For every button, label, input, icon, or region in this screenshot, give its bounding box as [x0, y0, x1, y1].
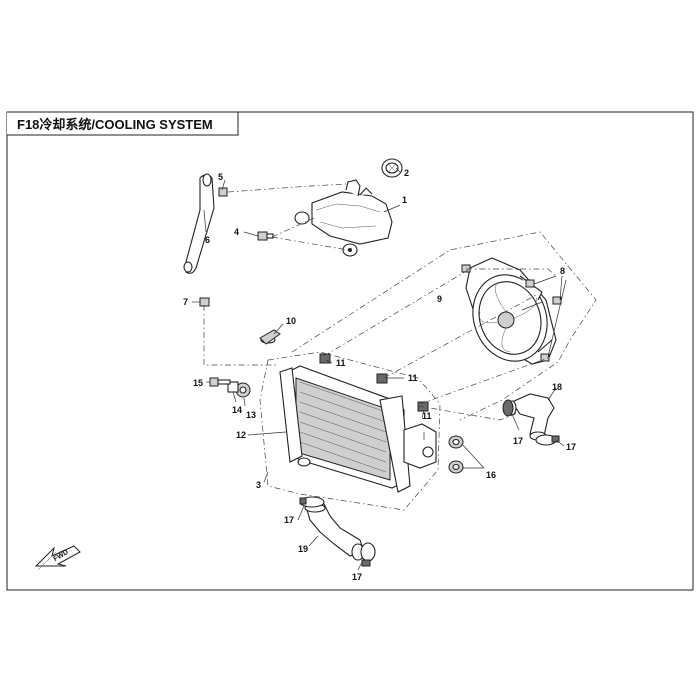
callout-12: 12	[236, 430, 246, 440]
lower-hose-19	[304, 503, 365, 561]
reservoir-bolt-4	[257, 231, 274, 241]
callout-10: 10	[286, 316, 296, 326]
callout-6: 6	[205, 235, 210, 245]
fan-bolts-8	[461, 264, 562, 362]
hose-clamp-17d	[360, 542, 376, 567]
callout-4: 4	[234, 227, 239, 237]
fan-shroud-mount	[403, 423, 437, 469]
callout-16: 16	[486, 470, 496, 480]
radiator	[260, 336, 411, 493]
callout-19: 19	[298, 544, 308, 554]
callout-17b: 17	[566, 442, 576, 452]
callout-11a: 11	[336, 358, 346, 368]
callout-9: 9	[437, 294, 442, 304]
callout-17c: 17	[284, 515, 294, 525]
callout-13: 13	[246, 410, 256, 420]
callout-18: 18	[552, 382, 562, 392]
callout-14: 14	[232, 405, 242, 415]
cooling-fan	[465, 257, 557, 365]
hose-clamp-17b	[535, 434, 560, 446]
reservoir-cap	[381, 158, 403, 178]
hose-clamp-17c	[299, 496, 325, 508]
callout-17d: 17	[352, 572, 362, 582]
callout-11c: 11	[422, 411, 432, 421]
callout-7: 7	[183, 297, 188, 307]
callout-5: 5	[218, 172, 223, 182]
callout-11b: 11	[408, 373, 418, 383]
title-box: F18冷却系统/COOLING SYSTEM	[7, 111, 239, 136]
radiator-cap-10	[259, 329, 281, 345]
callout-8: 8	[560, 266, 565, 276]
bolt-15	[209, 377, 231, 387]
fwd-arrow-icon: FWD	[34, 545, 81, 571]
callout-2: 2	[404, 168, 409, 178]
rubber-bushing-16	[448, 435, 464, 474]
upper-hose-18	[507, 393, 555, 441]
hose-clip-7	[199, 297, 210, 307]
reservoir-bolt-5	[218, 187, 228, 197]
callout-3: 3	[256, 480, 261, 490]
hose-clamp-17a	[502, 399, 514, 417]
diagram-title: F18冷却系统/COOLING SYSTEM	[17, 117, 213, 132]
overflow-hose-6	[183, 173, 215, 274]
callout-17a: 17	[513, 436, 523, 446]
coolant-reservoir	[294, 179, 393, 257]
callout-15: 15	[193, 378, 203, 388]
diagram-frame	[6, 111, 694, 591]
callout-1: 1	[402, 195, 407, 205]
